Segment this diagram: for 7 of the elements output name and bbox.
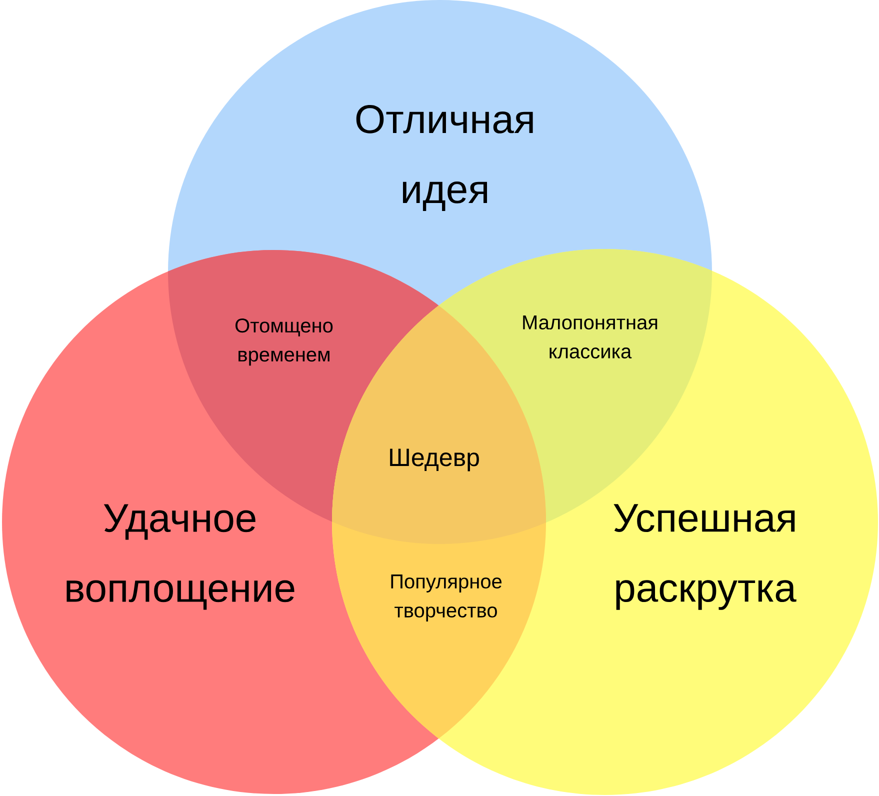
circle-label: Успешная раскрутка xyxy=(614,504,796,610)
region-label: Шедевр xyxy=(390,448,479,472)
region-label: Отомщено временем xyxy=(236,318,333,366)
circle-label: Отличная идея xyxy=(356,105,533,211)
circle-label: Удачное воплощение xyxy=(66,504,294,610)
region-label: Популярное творчество xyxy=(391,574,502,622)
region-label: Малопонятная классика xyxy=(523,316,658,358)
